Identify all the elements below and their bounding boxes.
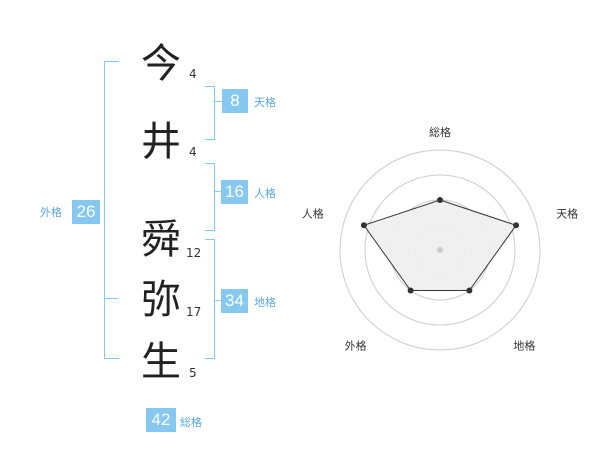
stroke-count-3: 12 — [186, 246, 202, 260]
radar-point-0 — [437, 197, 443, 203]
gaikaku-badge: 26 — [72, 200, 100, 224]
name-char-3: 舜 — [141, 217, 181, 263]
radar-grid-ring-3 — [364, 174, 516, 326]
soukaku-badge: 42 — [146, 408, 176, 432]
radar-point-2 — [466, 287, 473, 294]
jinkaku-bracket — [205, 163, 215, 231]
radar-axis-label-4: 人格 — [302, 207, 324, 221]
stroke-count-1: 4 — [189, 67, 197, 81]
chikaku-label: 地格 — [254, 296, 276, 309]
name-char-2: 井 — [141, 119, 181, 165]
radar-grid-ring-4 — [339, 149, 541, 351]
chikaku-badge: 34 — [221, 289, 248, 313]
tenkaku-badge: 8 — [222, 89, 248, 113]
name-char-4: 弥 — [141, 277, 181, 323]
radar-axis-label-1: 天格 — [556, 207, 578, 221]
name-char-1: 今 — [141, 41, 181, 87]
chikaku-tick — [214, 300, 222, 301]
gaikaku-label: 外格 — [40, 206, 62, 219]
radar-point-3 — [407, 287, 414, 294]
chikaku-bracket — [205, 239, 215, 359]
jinkaku-label: 人格 — [254, 187, 276, 200]
gaikaku-bracket-divider — [104, 298, 118, 299]
stroke-count-5: 5 — [189, 366, 197, 380]
name-char-5: 生 — [141, 339, 181, 385]
soukaku-label: 総格 — [180, 416, 202, 429]
tenkaku-label: 天格 — [254, 96, 276, 109]
radar-center-dot — [437, 247, 443, 253]
radar-point-1 — [513, 222, 520, 229]
radar-point-4 — [360, 222, 367, 229]
stroke-count-4: 17 — [186, 305, 202, 319]
tenkaku-bracket — [205, 86, 215, 140]
jinkaku-badge: 16 — [221, 180, 248, 204]
radar-axis-label-0: 総格 — [429, 125, 451, 139]
tenkaku-tick — [214, 101, 222, 102]
radar-value-area — [363, 199, 517, 291]
radar-axis-label-3: 外格 — [345, 339, 367, 353]
stroke-count-2: 4 — [189, 145, 197, 159]
jinkaku-tick — [214, 191, 222, 192]
gaikaku-bracket — [104, 61, 119, 359]
radar-axis-label-2: 地格 — [513, 339, 535, 353]
